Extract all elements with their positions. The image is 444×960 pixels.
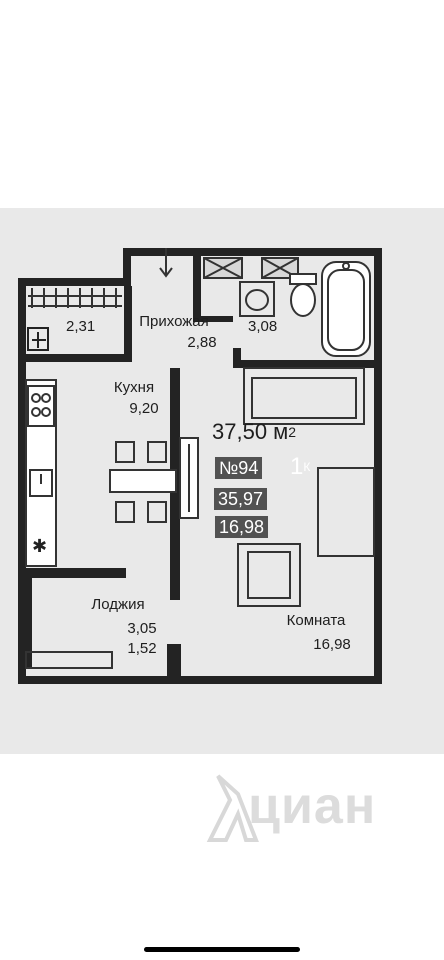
floor-plan-scan: ✱ 2,31 Прихожая 2,88 3,08 xyxy=(0,208,444,754)
total-area-value: 37,50 м xyxy=(212,419,289,444)
living-room-name: Комната xyxy=(286,612,346,629)
loggia-name: Лоджия xyxy=(91,596,145,613)
rooms-count-sup: К xyxy=(303,460,311,474)
kitchen-cabinets xyxy=(25,379,57,567)
kitchen-area: 9,20 xyxy=(129,400,159,417)
home-indicator[interactable] xyxy=(144,947,300,952)
closet-shelving xyxy=(28,288,122,308)
living-room-area: 16,98 xyxy=(313,636,351,653)
bathroom-fixtures xyxy=(203,257,371,357)
living-area-total: 35,97 xyxy=(214,488,268,510)
floor-plan-drawing: ✱ xyxy=(18,248,382,684)
dining-table xyxy=(109,441,177,523)
rooms-count-value: 1 xyxy=(290,453,304,480)
closet-area: 2,31 xyxy=(66,318,96,335)
rooms-count: 1К xyxy=(290,454,310,480)
hallway-area: 2,88 xyxy=(187,334,217,351)
loggia-area-reduced: 1,52 xyxy=(127,640,157,657)
cian-watermark: циан xyxy=(200,770,400,850)
boiler-symbol xyxy=(27,327,49,351)
watermark-text: циан xyxy=(248,777,377,835)
apartment-number: №94 xyxy=(214,456,264,480)
stove-asterisk-icon: ✱ xyxy=(32,536,47,556)
living-area-room: 16,98 xyxy=(214,515,270,539)
loggia-bench xyxy=(25,651,113,669)
interior-door xyxy=(179,437,199,519)
loggia-area: 3,05 xyxy=(127,620,157,637)
sofa xyxy=(243,367,375,557)
hallway-name: Прихожая xyxy=(139,313,209,330)
entrance-arrow xyxy=(159,248,173,278)
total-area: 37,50 м2 xyxy=(212,420,296,444)
kitchen-name: Кухня xyxy=(113,379,155,396)
armchair xyxy=(237,543,301,607)
cian-logo-icon xyxy=(206,774,259,842)
bathroom-area: 3,08 xyxy=(248,318,278,335)
total-area-unit-sup: 2 xyxy=(288,424,297,440)
